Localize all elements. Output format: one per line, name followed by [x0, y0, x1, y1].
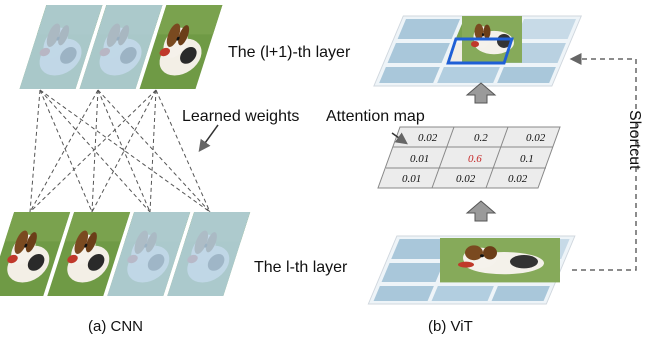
attention-value-r1c2: 0.1	[520, 153, 534, 165]
attention-values: 0.02 0.2 0.02 0.01 0.6 0.1 0.01 0.02 0.0…	[402, 132, 546, 185]
attention-map-grid	[377, 126, 561, 189]
attention-value-r0c1: 0.2	[474, 132, 488, 144]
cnn-caption: (a) CNN	[88, 318, 143, 335]
cnn-bottom-feature-map-4	[167, 212, 251, 296]
attention-value-r2c0: 0.01	[402, 173, 421, 185]
vit-up-arrow-upper	[465, 82, 497, 104]
cnn-learned-connections	[29, 89, 211, 213]
attention-map-label: Attention map	[326, 108, 425, 125]
cnn-bottom-feature-map-3	[107, 212, 191, 296]
attention-value-r0c0: 0.02	[418, 132, 438, 144]
vit-lower-dog-patches	[440, 238, 560, 283]
attention-value-r1c0: 0.01	[410, 153, 429, 165]
attention-value-r2c2: 0.02	[508, 173, 528, 185]
cnn-top-feature-map-2	[79, 5, 163, 89]
attention-value-r2c1: 0.02	[456, 173, 476, 185]
learned-weights-label: Learned weights	[182, 108, 299, 125]
vit-upper-highlight-box	[446, 37, 514, 65]
cnn-top-feature-map-1	[19, 5, 103, 89]
vit-lower-layer-label: The l-th layer	[254, 259, 348, 276]
shortcut-label: Shortcut	[626, 110, 643, 170]
vit-upper-layer-label: The (l+1)-th layer	[228, 44, 351, 61]
attention-map-arrow	[391, 132, 408, 145]
vit-up-arrow-lower	[465, 200, 497, 222]
shortcut-arrow	[569, 53, 637, 271]
vit-caption: (b) ViT	[428, 318, 473, 335]
learned-weights-arrow	[198, 124, 219, 152]
attention-value-r0c2: 0.02	[526, 132, 546, 144]
attention-value-r1c1: 0.6	[468, 153, 482, 165]
